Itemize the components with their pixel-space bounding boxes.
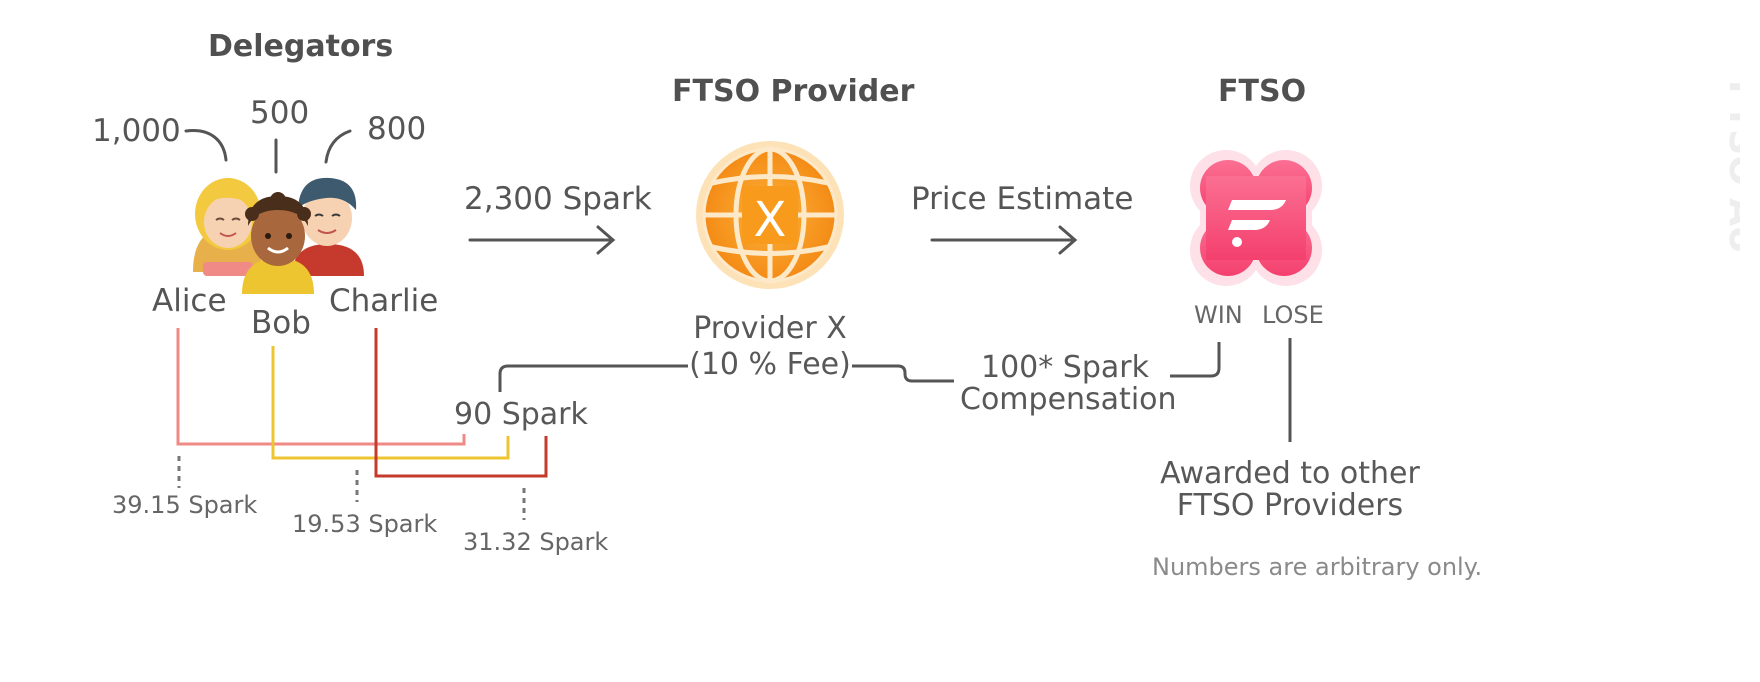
charlie-reward: 31.32 Spark: [463, 528, 609, 556]
awarded-line-2: FTSO Providers: [1176, 488, 1404, 523]
provider-name: Provider X: [693, 311, 847, 346]
price-estimate-label: Price Estimate: [911, 181, 1134, 217]
lose-label: LOSE: [1262, 301, 1324, 329]
provider-heading: FTSO Provider: [672, 74, 915, 109]
bob-reward-line: [271, 346, 510, 460]
compensation-line-2: Compensation: [960, 382, 1177, 417]
footnote: Numbers are arbitrary only.: [1152, 553, 1483, 581]
watermark: FTSO AU: [1721, 80, 1740, 254]
charlie-amount: 800: [367, 111, 427, 147]
charlie-reward-line: [374, 328, 548, 478]
watermark-text: FTSO AU: [1721, 80, 1740, 254]
alice-amount: 1,000: [92, 113, 181, 149]
bob-avatar: [242, 192, 314, 294]
compensation-line-1: 100* Spark: [981, 350, 1149, 385]
bob-name: Bob: [251, 305, 311, 341]
provider-fee: (10 % Fee): [689, 347, 851, 382]
bob-reward: 19.53 Spark: [292, 510, 438, 538]
bob-amount: 500: [250, 95, 310, 131]
alice-avatar: [193, 178, 262, 276]
charlie-name: Charlie: [329, 283, 439, 319]
fee-to-delegators-line: [498, 364, 688, 392]
alice-amount-leader: [184, 129, 228, 162]
awarded-line-1: Awarded to other: [1160, 456, 1420, 491]
win-to-compensation-line: [1170, 342, 1221, 378]
compensation-to-provider-line: [852, 364, 954, 383]
delegation-arrow: [468, 225, 616, 255]
alice-reward: 39.15 Spark: [112, 491, 258, 519]
delegator-share-label: 90 Spark: [454, 397, 588, 432]
charlie-amount-leader: [324, 129, 352, 164]
svg-text:X: X: [754, 192, 787, 248]
price-estimate-arrow: [930, 225, 1078, 255]
win-label: WIN: [1194, 301, 1243, 329]
charlie-avatar: [292, 177, 364, 276]
ftso-heading: FTSO: [1218, 74, 1307, 109]
delegation-label: 2,300 Spark: [464, 181, 652, 217]
alice-name: Alice: [152, 283, 227, 319]
delegators-heading: Delegators: [208, 29, 394, 64]
alice-reward-line: [176, 328, 466, 446]
